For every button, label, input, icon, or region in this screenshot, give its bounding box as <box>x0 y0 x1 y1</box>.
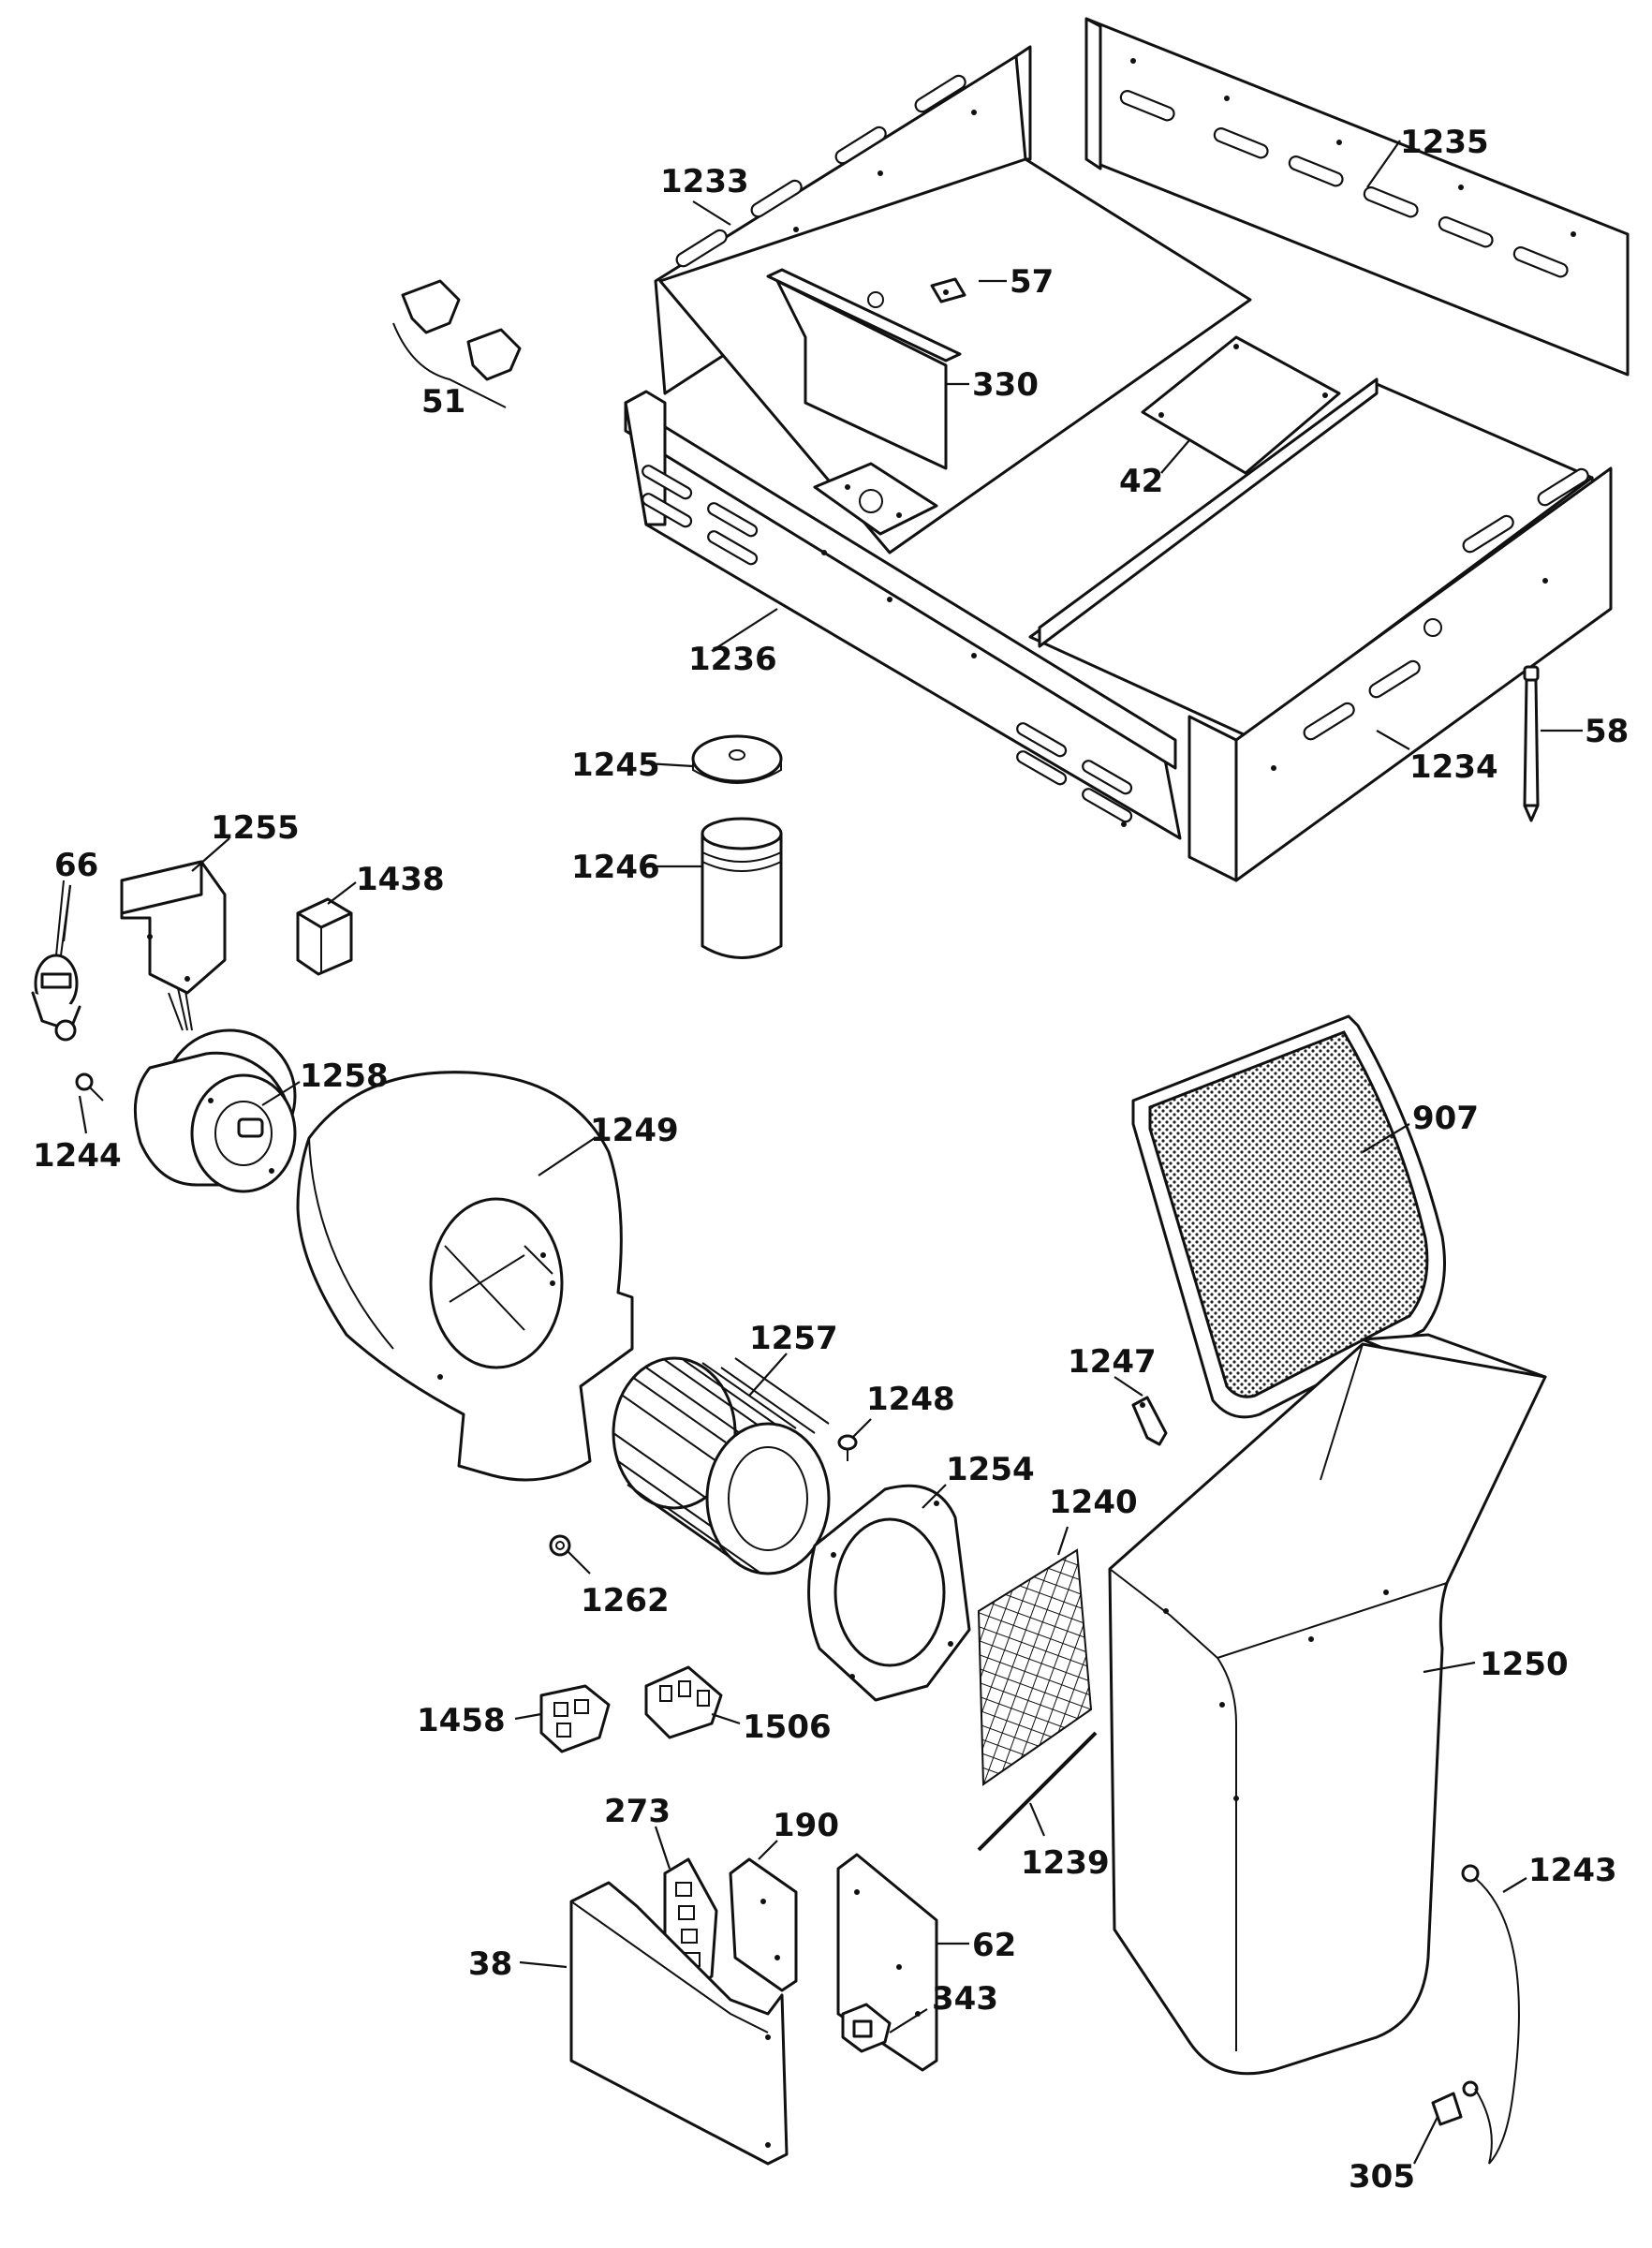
part-1240-grille <box>977 1548 1093 1786</box>
label-1458: 1458 <box>417 1702 506 1739</box>
label-66: 66 <box>54 847 98 884</box>
part-1236-front-wall <box>624 390 1182 840</box>
label-58: 58 <box>1585 713 1629 750</box>
part-1247-clip <box>1131 1396 1168 1446</box>
label-907: 907 <box>1412 1100 1479 1137</box>
label-1262: 1262 <box>581 1582 670 1619</box>
label-1244: 1244 <box>33 1137 122 1175</box>
label-1250: 1250 <box>1480 1646 1569 1683</box>
label-62: 62 <box>972 1927 1016 1964</box>
part-1246-jar <box>701 817 783 959</box>
label-1506: 1506 <box>743 1708 832 1746</box>
label-1255: 1255 <box>211 809 300 847</box>
part-1250-duct <box>1108 1333 1547 2076</box>
part-1438-relay <box>296 897 353 976</box>
part-1258-motor <box>133 987 297 1193</box>
label-1248: 1248 <box>866 1381 955 1418</box>
part-38-cover <box>569 1881 789 2166</box>
part-51-clips <box>392 279 522 408</box>
label-51: 51 <box>421 383 465 421</box>
part-labels: 1233 1235 57 51 330 42 1236 1234 58 1245… <box>33 124 1629 2196</box>
label-1239: 1239 <box>1021 1844 1110 1882</box>
part-1239-rod <box>977 1731 1098 1852</box>
part-1506-terminal-block <box>644 1665 723 1739</box>
part-1262-nut <box>549 1534 571 1557</box>
part-1254-ring-plate <box>807 1484 971 1702</box>
cabinet-assembly <box>624 17 1630 882</box>
label-42: 42 <box>1119 463 1163 500</box>
label-1240: 1240 <box>1049 1484 1138 1521</box>
label-1254: 1254 <box>946 1451 1035 1488</box>
label-1236: 1236 <box>688 641 777 678</box>
part-190-bracket <box>729 1857 798 1992</box>
part-1248-screw <box>837 1434 858 1461</box>
label-273: 273 <box>604 1793 671 1830</box>
label-330: 330 <box>972 366 1039 404</box>
label-1247: 1247 <box>1068 1343 1157 1381</box>
label-38: 38 <box>468 1945 512 1983</box>
blower-wheel-blades <box>617 1359 816 1573</box>
cabinet-right-wall <box>1187 466 1613 882</box>
label-1234: 1234 <box>1409 748 1498 786</box>
part-1255-bracket <box>120 860 227 995</box>
label-1235: 1235 <box>1400 124 1489 161</box>
part-66-wire-terminal <box>31 880 81 1042</box>
label-1246: 1246 <box>571 849 660 886</box>
part-1257-blower-wheel <box>612 1356 831 1575</box>
label-1257: 1257 <box>749 1320 838 1357</box>
part-1243-wire <box>1461 1864 1520 2165</box>
part-907-filter <box>1131 1014 1446 1419</box>
label-1245: 1245 <box>571 747 660 784</box>
label-1438: 1438 <box>356 861 445 898</box>
part-1249-blower-housing <box>296 1071 634 1482</box>
part-57-clip <box>930 277 966 303</box>
part-1458-terminal-block <box>539 1684 611 1753</box>
part-1245-lid <box>691 734 783 784</box>
label-1233: 1233 <box>660 163 749 200</box>
part-343-switch <box>841 2003 892 2053</box>
part-58-bolt <box>1523 665 1540 822</box>
label-1258: 1258 <box>300 1057 389 1095</box>
label-343: 343 <box>932 1980 998 2018</box>
label-1243: 1243 <box>1528 1852 1617 1889</box>
part-1244-screw <box>75 1072 104 1102</box>
leader-lines <box>62 140 1583 2165</box>
label-305: 305 <box>1349 2158 1415 2196</box>
part-330-baffle <box>766 268 962 470</box>
control-plate <box>813 462 938 536</box>
label-57: 57 <box>1010 263 1054 301</box>
label-190: 190 <box>773 1807 839 1844</box>
part-1235-rear-panel <box>1084 17 1630 377</box>
part-42-cover-plate <box>1141 335 1341 475</box>
label-1249: 1249 <box>590 1112 679 1149</box>
